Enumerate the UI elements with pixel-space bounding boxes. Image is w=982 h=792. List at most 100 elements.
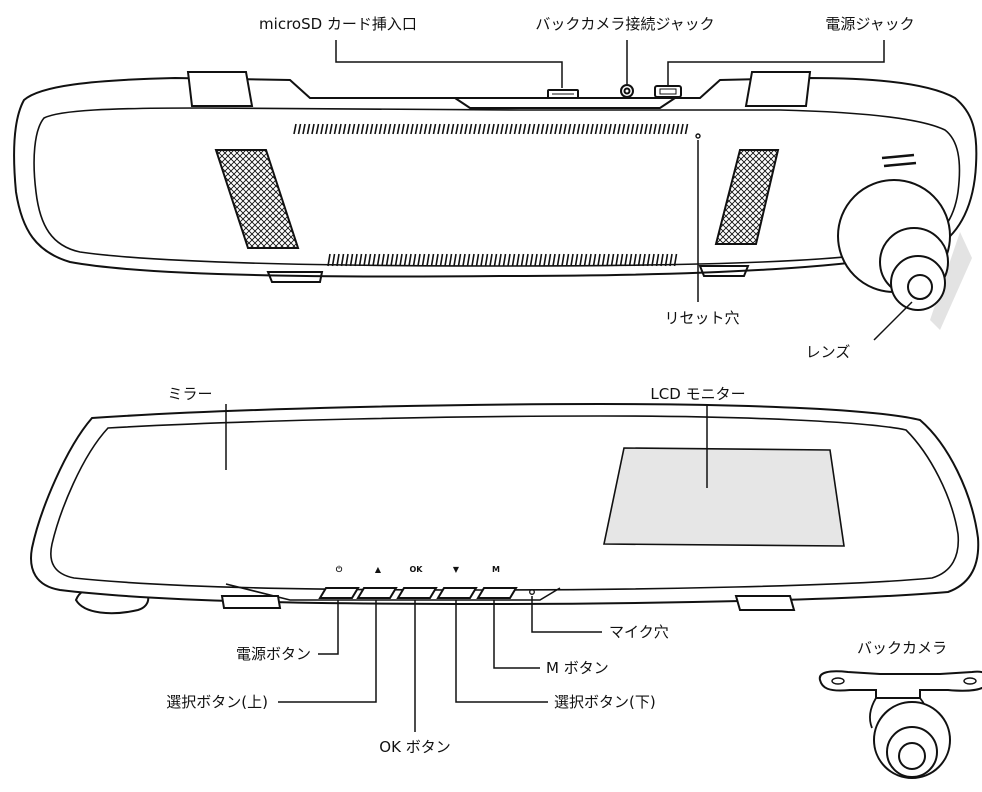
vent-slit xyxy=(358,253,363,267)
vent-slit xyxy=(552,253,556,267)
vent-slit xyxy=(360,123,365,135)
vent-slit xyxy=(563,123,567,135)
vent-slit xyxy=(372,253,376,267)
vent-slit xyxy=(351,123,356,135)
vent-slit xyxy=(428,123,432,135)
label-select-down-button: 選択ボタン(下) xyxy=(554,693,656,711)
vent-slit xyxy=(401,123,405,135)
back-camera-lens xyxy=(898,742,926,770)
vent-slit xyxy=(594,123,599,135)
vent-slit xyxy=(574,253,579,267)
vent-slit xyxy=(450,123,455,135)
vent-slit xyxy=(619,253,624,267)
back-foot-right xyxy=(698,265,750,277)
back-foot-left xyxy=(266,271,324,283)
vent-slit xyxy=(669,253,673,267)
vent-slit xyxy=(675,123,680,135)
vent-slit xyxy=(518,123,522,135)
mic-hole xyxy=(529,589,535,595)
vent-slit xyxy=(367,253,372,267)
lens-glass xyxy=(907,274,933,300)
mirror-front-view xyxy=(30,402,980,615)
vent-slit xyxy=(673,253,678,267)
vent-slit xyxy=(435,253,439,267)
vent-slit xyxy=(396,123,401,135)
vent-slit xyxy=(684,123,689,135)
power-symbol-icon: ⏻ xyxy=(336,565,343,574)
vent-slit xyxy=(410,123,414,135)
vent-slit xyxy=(612,123,617,135)
vent-slit xyxy=(417,253,421,267)
vent-slit xyxy=(491,123,495,135)
vent-slit xyxy=(336,253,340,267)
m-button xyxy=(476,587,518,599)
front-lower-lip xyxy=(225,583,561,601)
vent-slit xyxy=(572,123,576,135)
select-up-button xyxy=(356,587,398,599)
vent-slit xyxy=(378,123,383,135)
vent-slit xyxy=(529,253,534,267)
vent-slit xyxy=(646,253,651,267)
vent-slit xyxy=(680,123,684,135)
back-clip-right xyxy=(744,71,812,107)
vent-slit xyxy=(477,123,482,135)
vent-slit xyxy=(302,123,306,135)
vent-slit xyxy=(642,253,646,267)
vent-slit xyxy=(459,123,464,135)
vent-slit xyxy=(327,253,331,267)
vent-slit xyxy=(349,253,354,267)
vent-slit xyxy=(561,253,565,267)
vent-slit xyxy=(448,253,453,267)
vent-slit xyxy=(385,253,390,267)
vent-slit xyxy=(473,123,477,135)
power-jack xyxy=(654,85,682,98)
vent-slit xyxy=(626,123,630,135)
vent-slit xyxy=(390,253,394,267)
vent-slit xyxy=(466,253,471,267)
vent-slit xyxy=(484,253,489,267)
vent-slit xyxy=(671,123,675,135)
vent-slit xyxy=(419,123,423,135)
front-foot-right xyxy=(734,595,796,611)
vent-slit xyxy=(405,123,410,135)
leader-lens xyxy=(873,301,913,341)
vent-slit xyxy=(608,123,612,135)
vent-slit xyxy=(603,123,608,135)
vent-slit xyxy=(583,253,588,267)
vent-slit xyxy=(588,253,592,267)
vent-slit xyxy=(556,253,561,267)
vent-slit xyxy=(525,253,529,267)
power-button xyxy=(318,587,360,599)
vent-slit xyxy=(329,123,333,135)
down-arrow-icon: ▼ xyxy=(453,565,460,574)
leader-sd xyxy=(335,40,563,88)
vent-slit xyxy=(437,123,441,135)
vent-slit xyxy=(615,253,619,267)
vent-slit xyxy=(414,123,419,135)
leader-up-btn xyxy=(278,600,377,703)
vent-slit xyxy=(585,123,590,135)
vent-slit xyxy=(554,123,558,135)
vent-slit xyxy=(592,253,597,267)
vent-slit xyxy=(590,123,594,135)
lcd-monitor xyxy=(603,447,845,547)
select-down-button xyxy=(436,587,478,599)
vent-slit xyxy=(432,123,437,135)
vent-slit xyxy=(392,123,396,135)
grill-right xyxy=(714,149,780,245)
back-inner-panel xyxy=(33,107,961,267)
vent-slit xyxy=(421,253,426,267)
vent-slit xyxy=(399,253,403,267)
front-foot-left xyxy=(220,595,282,609)
grill-left xyxy=(214,149,300,249)
vent-slit xyxy=(464,123,468,135)
vent-slit xyxy=(376,253,381,267)
vent-slit xyxy=(662,123,666,135)
vent-slit xyxy=(538,253,543,267)
vent-slit xyxy=(516,253,520,267)
vent-slit xyxy=(333,123,338,135)
vent-slit xyxy=(576,123,581,135)
vent-slit xyxy=(657,123,662,135)
vent-slit xyxy=(480,253,484,267)
